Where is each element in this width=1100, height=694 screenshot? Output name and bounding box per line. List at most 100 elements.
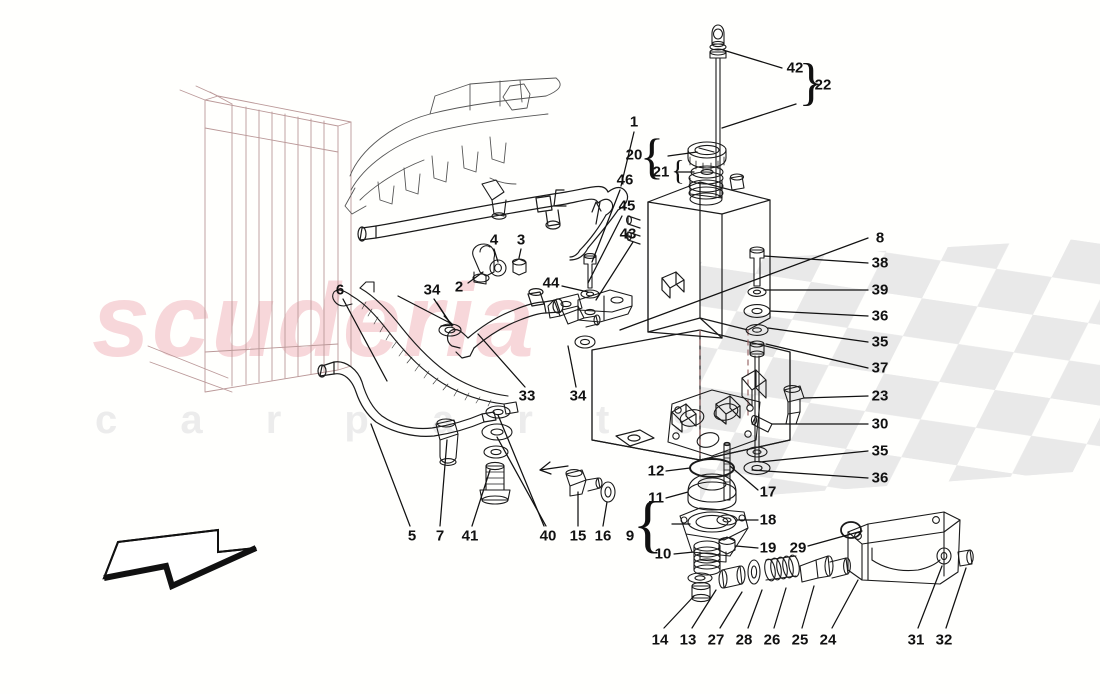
banjo-bolt-item-41 xyxy=(479,461,511,505)
callout-number-35: 35 xyxy=(871,333,889,351)
callout-number-19: 19 xyxy=(759,539,777,557)
callout-number-22: 22 xyxy=(814,76,832,94)
callout-number-40: 40 xyxy=(539,527,557,545)
oil-cooler-radiator xyxy=(147,85,352,393)
callout-number-33: 33 xyxy=(518,387,536,405)
callout-number-8: 8 xyxy=(875,229,885,247)
callout-number-43: 43 xyxy=(619,225,637,243)
banjo-washer-item-40b xyxy=(481,423,513,441)
callout-number-24: 24 xyxy=(819,631,837,649)
washer-item-39 xyxy=(747,287,767,297)
washer-item-35 xyxy=(745,324,769,336)
brace-20-21: { xyxy=(640,128,664,184)
thermostat-item-11 xyxy=(687,473,737,511)
callout-number-23: 23 xyxy=(871,387,889,405)
seal-washer-item-34b xyxy=(574,335,596,349)
washer-item-31 xyxy=(936,547,952,565)
callout-number-13: 13 xyxy=(679,631,697,649)
hose-tank-feed xyxy=(446,288,564,359)
callout-number-32: 32 xyxy=(935,631,953,649)
bracket-item-43 xyxy=(577,289,633,323)
spring-item-10 xyxy=(693,540,721,576)
hose-clamp-item-2 xyxy=(472,243,496,285)
nut-item-19 xyxy=(718,536,736,555)
callout-number-26: 26 xyxy=(763,631,781,649)
engine-oil-fitting-upper xyxy=(481,179,507,220)
callout-number-29: 29 xyxy=(789,539,807,557)
washer-item-28 xyxy=(747,559,761,585)
callout-number-7: 7 xyxy=(435,527,445,545)
callout-number-41: 41 xyxy=(461,527,479,545)
callout-number-1: 1 xyxy=(629,113,639,131)
callout-number-9: 9 xyxy=(625,527,635,545)
oil-filler-cap-item-20 xyxy=(687,141,727,172)
callout-number-17: 17 xyxy=(759,483,777,501)
callout-number-38: 38 xyxy=(871,254,889,272)
pin-item-17 xyxy=(723,441,731,501)
callout-number-3: 3 xyxy=(516,231,526,249)
dowel-pin-item-30 xyxy=(750,415,773,433)
plug-item-14 xyxy=(691,581,711,603)
bolt-item-45 xyxy=(583,253,597,289)
brace-21: { xyxy=(671,156,685,187)
callout-number-39: 39 xyxy=(871,281,889,299)
callout-number-34: 34 xyxy=(569,387,587,405)
callout-number-16: 16 xyxy=(594,527,612,545)
brace-22: } xyxy=(798,54,824,111)
callout-leaders xyxy=(342,49,967,629)
washer-item-16 xyxy=(600,481,616,503)
callout-number-45: 45 xyxy=(618,197,636,215)
callout-number-15: 15 xyxy=(569,527,587,545)
callout-number-36: 36 xyxy=(871,469,889,487)
union-fitting-item-33 xyxy=(561,305,601,328)
o-ring-item-29 xyxy=(840,521,862,539)
callout-number-27: 27 xyxy=(707,631,725,649)
callout-number-20: 20 xyxy=(625,146,643,164)
hose-lower-item-5 xyxy=(317,361,497,437)
hose-braided-item-6 xyxy=(332,281,519,415)
callout-number-35: 35 xyxy=(871,442,889,460)
brace-9-10: { xyxy=(632,488,664,559)
callout-number-31: 31 xyxy=(907,631,925,649)
callout-number-21: 21 xyxy=(652,163,670,181)
callout-number-30: 30 xyxy=(871,415,889,433)
dipstick-item-22 xyxy=(709,24,727,197)
brand-subtitle-watermark: c a r p a r t s xyxy=(95,398,721,442)
annotation-arrows xyxy=(397,295,569,475)
hose-upper-item-1 xyxy=(357,185,629,261)
plug-item-27 xyxy=(718,565,746,589)
callout-number-25: 25 xyxy=(791,631,809,649)
washer-item-36 xyxy=(743,304,771,318)
callout-number-34: 34 xyxy=(423,281,441,299)
callout-number-28: 28 xyxy=(735,631,753,649)
banjo-washer-item-40c xyxy=(483,445,509,459)
callout-number-36: 36 xyxy=(871,307,889,325)
thermostat-flange-plate xyxy=(667,389,761,457)
callout-number-18: 18 xyxy=(759,511,777,529)
callout-number-6: 6 xyxy=(335,281,345,299)
washer-item-35-lower xyxy=(746,446,768,458)
oil-pressure-cylinder-item-24 xyxy=(847,511,961,585)
callout-number-5: 5 xyxy=(407,527,417,545)
oil-pressure-switch-item-15 xyxy=(565,469,603,497)
engine-cam-cover xyxy=(344,77,561,215)
mount-bracket-mid xyxy=(741,369,767,407)
plug-item-32 xyxy=(957,549,974,567)
washer-item-36-lower xyxy=(743,461,771,475)
tank-filler-neck xyxy=(688,171,724,206)
callout-number-11: 11 xyxy=(648,489,664,507)
washer-item-13 xyxy=(687,572,713,584)
callout-number-12: 12 xyxy=(647,462,665,480)
bracket-item-44 xyxy=(547,293,583,319)
breather-fitting xyxy=(729,173,745,191)
callout-number-44: 44 xyxy=(542,274,560,292)
callout-number-42: 42 xyxy=(786,59,804,77)
callout-number-14: 14 xyxy=(651,631,669,649)
direction-arrow xyxy=(102,528,258,591)
callout-number-2: 2 xyxy=(454,278,464,296)
flow-arrow-upper xyxy=(591,201,602,225)
nut-item-3 xyxy=(511,258,527,276)
